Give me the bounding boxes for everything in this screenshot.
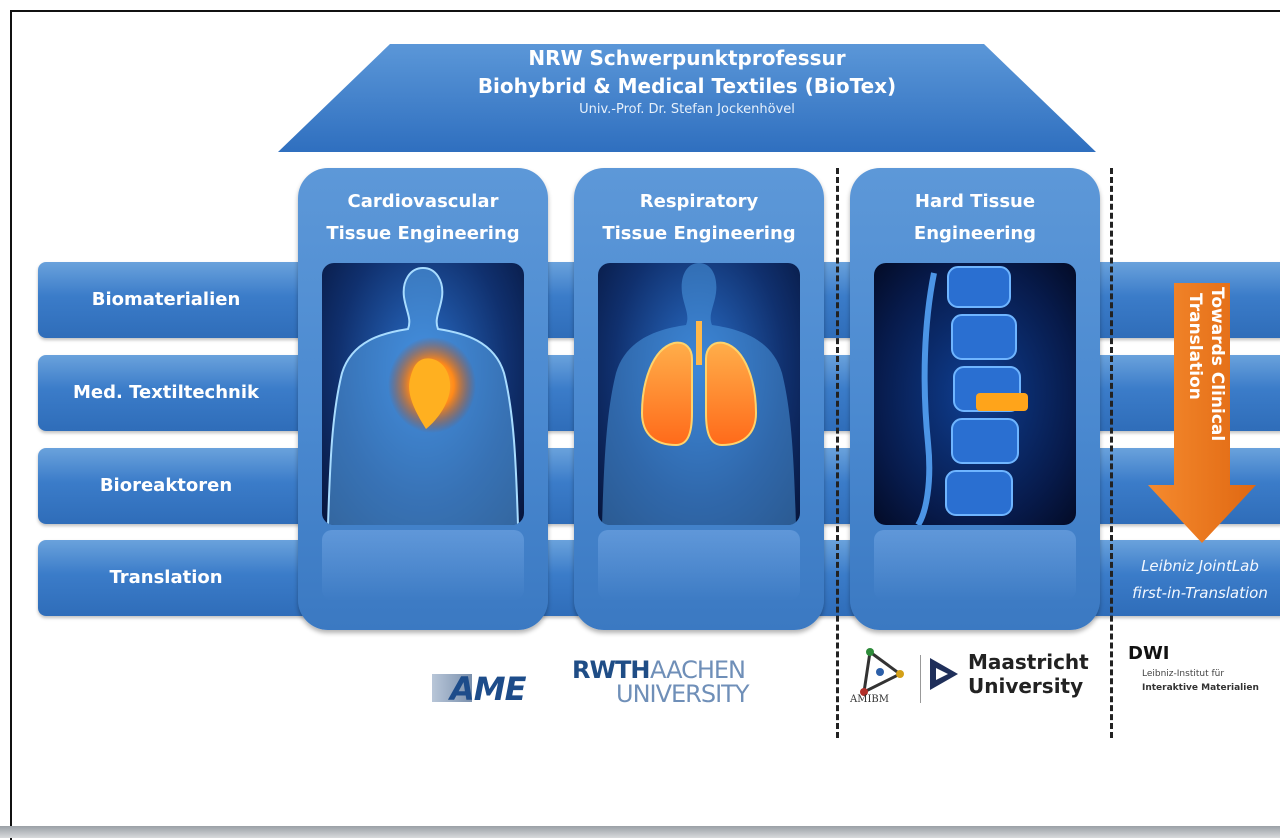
maastricht-logo-text: Maastricht University [968, 650, 1089, 698]
rwth-logo-bold: RWTH [572, 656, 650, 684]
arrow-label: Towards Clinical Translation [1146, 283, 1258, 483]
pillar-reflection [322, 530, 524, 600]
ame-logo-text: AME [450, 670, 526, 708]
heart-image [322, 263, 524, 525]
amibm-logo: AMIBM [850, 648, 920, 710]
row-label-biomaterialien: Biomaterialien [91, 289, 241, 310]
pillar-title: Hard Tissue Engineering [850, 186, 1100, 250]
roof: NRW Schwerpunktprofessur Biohybrid & Med… [278, 34, 1096, 152]
pillar-reflection [874, 530, 1076, 600]
arrow-label-line2: Translation [1185, 293, 1205, 400]
pillar-title-line2: Tissue Engineering [602, 223, 796, 244]
separator-dashed-2 [1110, 168, 1113, 738]
pillar-title-line1: Cardiovascular [347, 191, 499, 212]
rwth-logo-aachen: AACHEN [650, 656, 746, 684]
amibm-logo-text: AMIBM [850, 694, 889, 705]
logo-divider [920, 655, 921, 703]
dwi-logo-name: DWI [1128, 643, 1170, 664]
pillar-title-line2: Tissue Engineering [326, 223, 520, 244]
maastricht-line2: University [968, 674, 1084, 698]
roof-title: NRW Schwerpunktprofessur [528, 46, 846, 70]
lungs-image [598, 263, 800, 525]
row-label-bioreaktoren: Bioreaktoren [99, 475, 233, 496]
ame-logo-bar [432, 674, 472, 702]
dwi-logo-sub1: Leibniz-Institut für [1142, 669, 1225, 679]
spine-image [874, 263, 1076, 525]
pillar-title: Respiratory Tissue Engineering [574, 186, 824, 250]
joint-lab-line2: first-in-Translation [1132, 584, 1268, 602]
rwth-logo: RWTH AACHEN UNIVERSITY [572, 656, 749, 710]
dwi-logo: DWI Leibniz-Institut für Interaktive Mat… [1128, 643, 1280, 713]
translation-arrow [1146, 283, 1258, 543]
joint-lab-line1: Leibniz JointLab [1141, 557, 1259, 575]
maastricht-line1: Maastricht [968, 650, 1089, 674]
maastricht-shield-icon [928, 654, 960, 694]
ame-logo: AME [432, 670, 548, 708]
pillar-title: Cardiovascular Tissue Engineering [298, 186, 548, 250]
pillar-respiratory: Respiratory Tissue Engineering [574, 168, 824, 630]
pillar-title-line1: Hard Tissue [914, 191, 1036, 212]
pillar-cardiovascular: Cardiovascular Tissue Engineering [298, 168, 548, 630]
arrow-label-line1: Towards Clinical [1207, 287, 1227, 441]
bottom-border [0, 826, 1280, 838]
roof-subtitle: Biohybrid & Medical Textiles (BioTex) [477, 74, 897, 98]
dwi-logo-sub2: Interaktive Materialien [1142, 683, 1259, 693]
row-label-translation: Translation [109, 567, 223, 588]
rwth-logo-university: UNIVERSITY [616, 680, 749, 708]
pillar-reflection [598, 530, 800, 600]
pillar-title-line2: Engineering [913, 223, 1037, 244]
pillar-title-line1: Respiratory [639, 191, 759, 212]
joint-lab-text: Leibniz JointLab first-in-Translation [1110, 553, 1280, 607]
pillar-hard-tissue: Hard Tissue Engineering [850, 168, 1100, 630]
roof-professor: Univ.-Prof. Dr. Stefan Jockenhövel [579, 102, 795, 117]
separator-dashed-1 [836, 168, 839, 738]
row-label-textiltechnik: Med. Textiltechnik [72, 382, 259, 403]
